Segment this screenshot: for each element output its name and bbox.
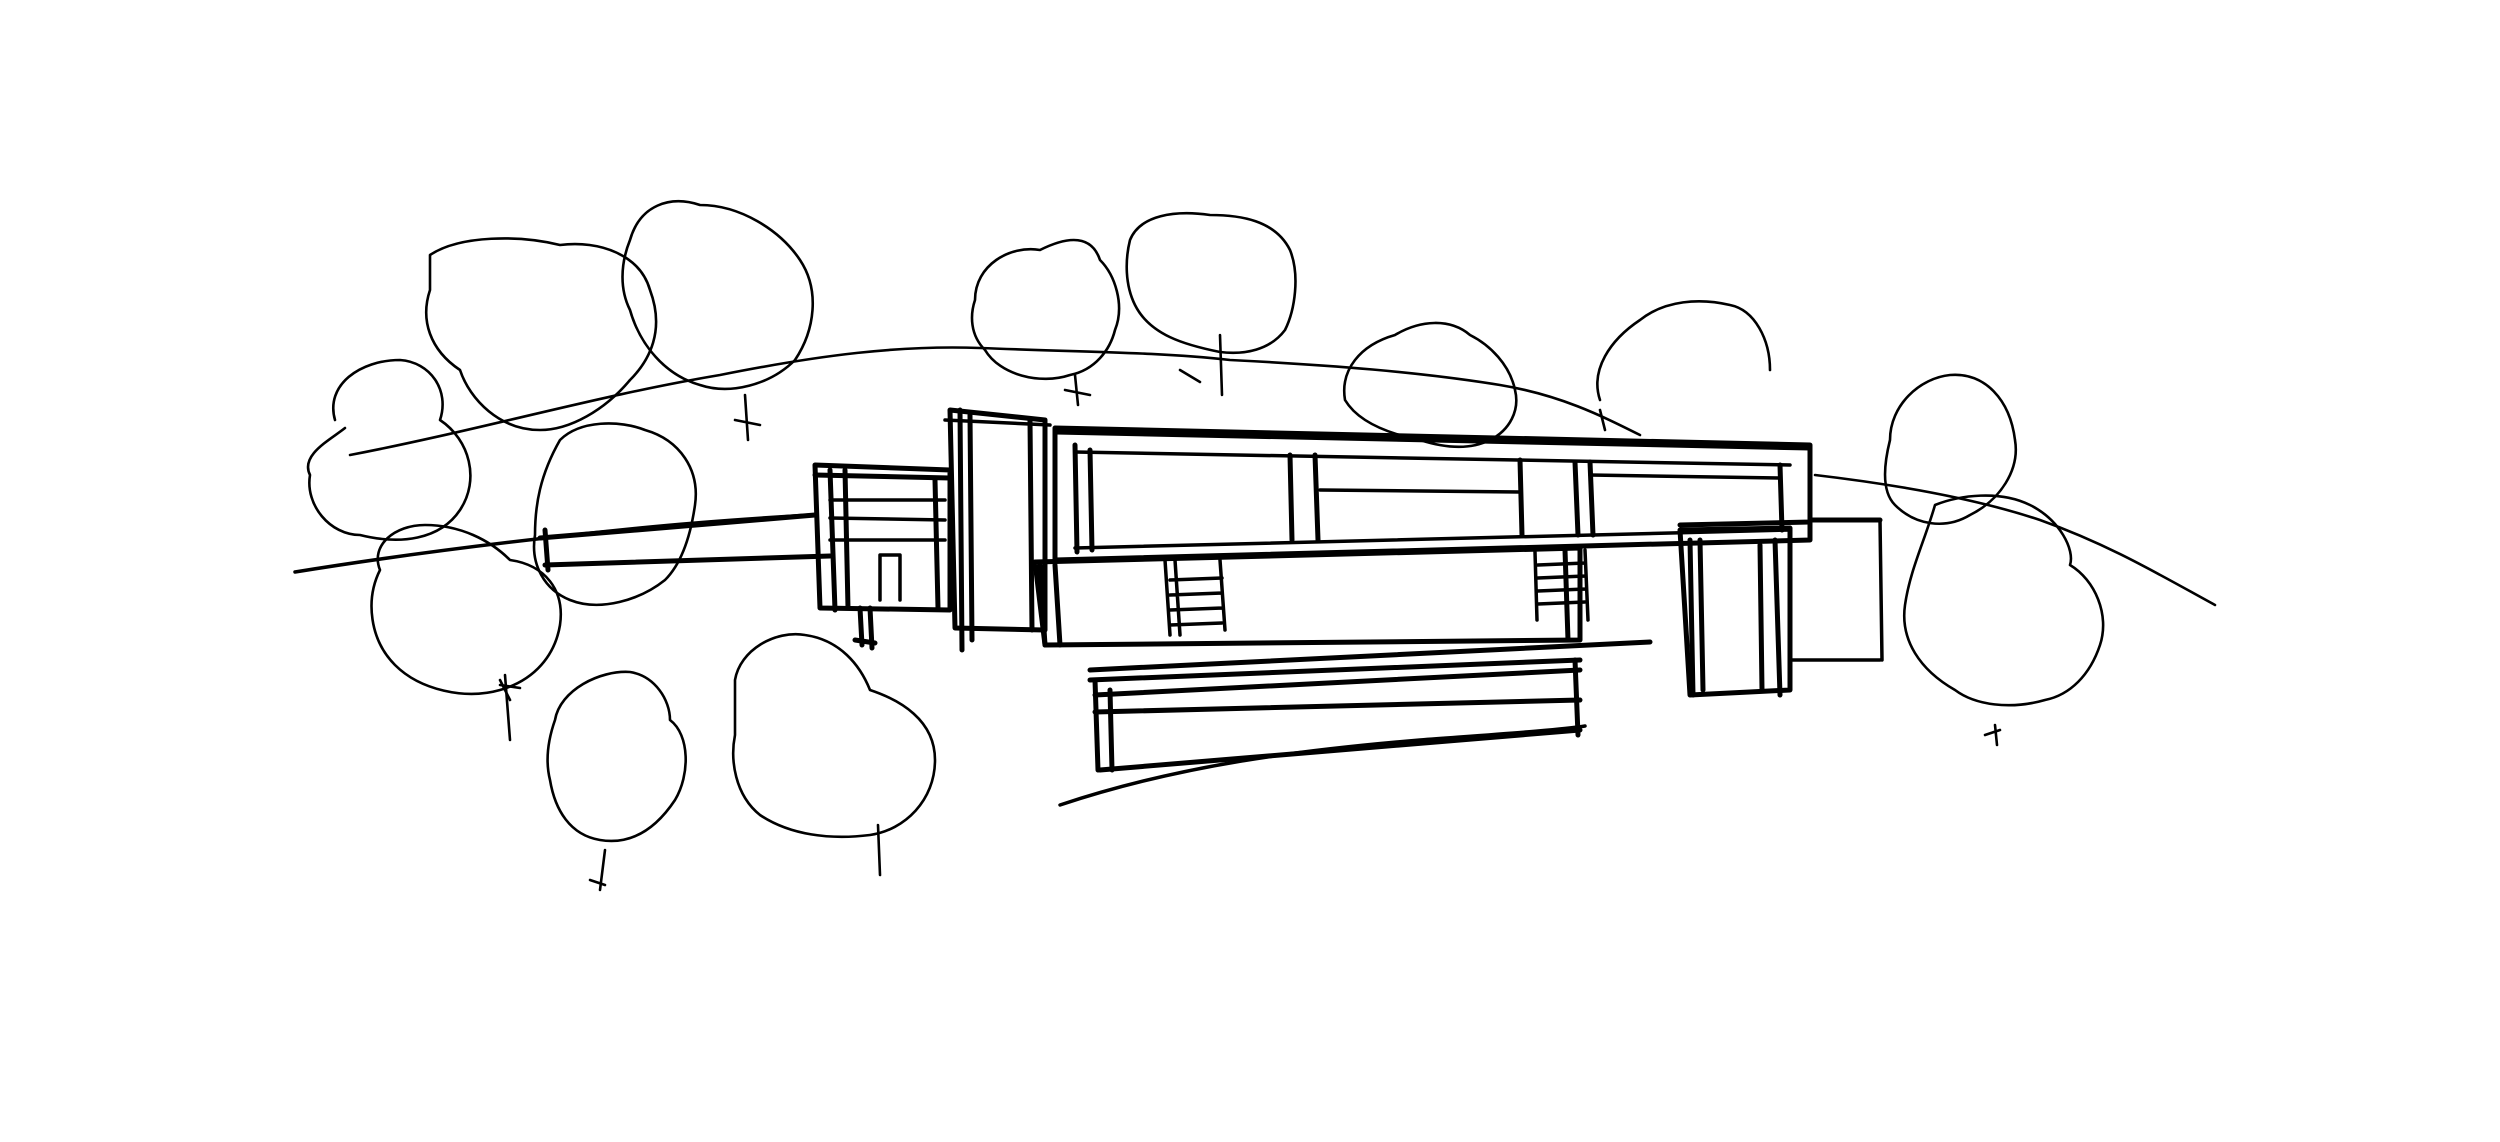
tree-bottom-left (546, 670, 687, 843)
louver-left (1163, 558, 1227, 637)
right-wing-frame (1677, 525, 1793, 698)
central-volume-edges (957, 407, 1035, 653)
pavilion-left-door (878, 553, 902, 602)
tree-back-1-trunk (1063, 373, 1092, 407)
central-volume-top (943, 418, 1052, 427)
bridge-top (537, 512, 818, 541)
bridge-end (542, 527, 551, 573)
tree-back-2-trunk (1178, 333, 1224, 397)
tree-right-lower (1902, 494, 2105, 707)
tree-right-upper (1883, 373, 2018, 526)
tree-left-2 (621, 200, 815, 391)
tree-lower-left (370, 523, 563, 696)
pavilion-left-frame (812, 462, 953, 613)
right-wing-beam (1677, 517, 1883, 528)
hill-line-right (1813, 473, 2217, 607)
tree-far-left (306, 358, 472, 541)
tree-bottom-mid (731, 632, 937, 839)
bridge-bottom (542, 553, 833, 568)
louver-right (1533, 548, 1590, 622)
terrace-front (1092, 697, 1583, 773)
main-upper-band (1318, 473, 1782, 494)
tree-back-2 (1125, 211, 1297, 355)
tree-right-trunk (1983, 723, 2002, 747)
pavilion-left-mid (828, 498, 947, 542)
sketch-ink (293, 200, 2217, 892)
terrace-top (1087, 639, 1653, 673)
tree-back-4-base (1598, 408, 1607, 432)
right-wing-posts (1687, 537, 1783, 698)
tree-left-trunk (733, 393, 762, 442)
tree-left-1 (425, 237, 658, 432)
tree-back-1 (970, 238, 1121, 381)
terrace-posts (1092, 657, 1581, 773)
main-upper-inner (1073, 450, 1792, 550)
tree-bottom-mid-trunk (876, 823, 882, 877)
hill-line (348, 346, 1642, 457)
terrace-slab (1087, 657, 1583, 698)
tree-bottom-left-trunk (588, 848, 607, 892)
main-upper-box (1052, 425, 1813, 563)
tree-lower-front-left (498, 678, 512, 702)
tree-back-4 (1596, 300, 1772, 402)
right-wing-open (1788, 518, 1884, 662)
main-upper-roof (1052, 429, 1813, 451)
pavilion-left-legs (852, 605, 878, 651)
tree-mid-left (532, 422, 698, 607)
main-upper-mullions (1072, 442, 1785, 555)
pavilion-left-posts (827, 467, 941, 613)
pavilion-left-roof (812, 472, 953, 481)
